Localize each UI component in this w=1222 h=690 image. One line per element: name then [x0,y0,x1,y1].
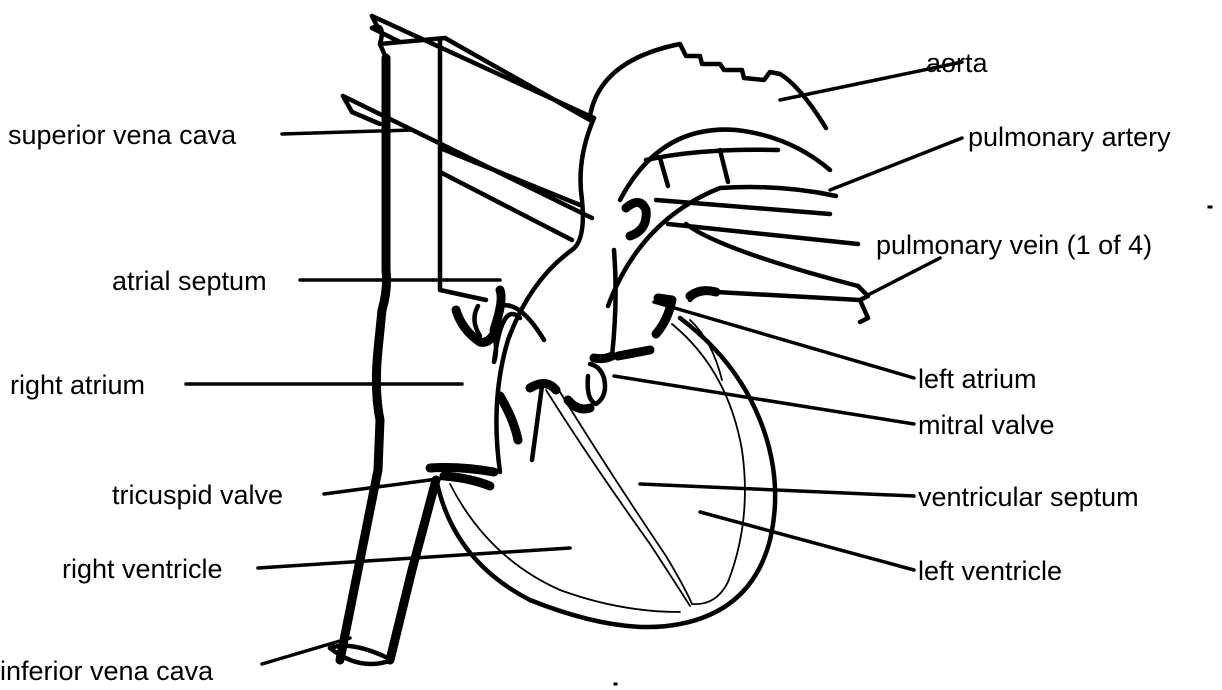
superior-vena-cava-structure [372,27,486,470]
mitral-valve-leader [614,376,914,424]
label-right-atrium: right atrium [10,370,145,400]
label-atrial-septum: atrial septum [112,266,267,296]
label-superior-vena-cava: superior vena cava [8,120,237,150]
label-inferior-vena-cava: inferior vena cava [0,656,214,686]
label-ventricular-septum: ventricular septum [918,482,1139,512]
label-tricuspid-valve: tricuspid valve [112,480,283,510]
superior-vena-cava-leader [282,130,412,134]
pulmonary-artery-leader [830,138,962,190]
scan-specks [614,206,1212,685]
aorta-structure [572,44,830,250]
heart-wall [436,250,775,627]
left-ventricle-leader [700,512,914,570]
label-pulmonary-vein: pulmonary vein (1 of 4) [876,230,1152,260]
label-left-ventricle: left ventricle [918,556,1062,586]
pulmonary-vein-leader [866,258,940,296]
left-atrium-leader [654,302,914,378]
left-pulmonary-vein-structure [686,224,868,322]
label-left-atrium: left atrium [918,364,1037,394]
inferior-vena-cava-structure [330,470,436,664]
label-pulmonary-artery: pulmonary artery [968,122,1171,152]
label-aorta: aorta [926,48,989,78]
label-right-ventricle: right ventricle [62,554,223,584]
label-mitral-valve: mitral valve [918,410,1055,440]
leader-lines [186,62,962,664]
